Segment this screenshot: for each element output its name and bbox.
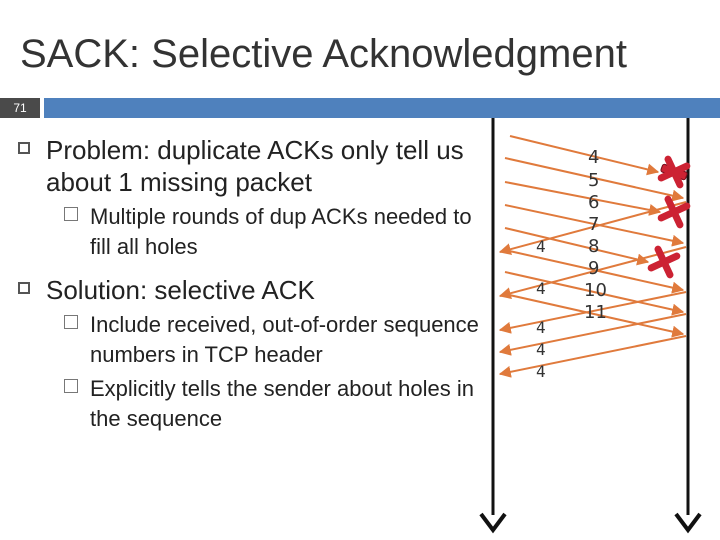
packet-arrow: [504, 249, 685, 294]
ack-arrow: [498, 246, 687, 300]
slide-header-bar: 71: [0, 98, 720, 118]
ack-label: 4: [536, 237, 546, 256]
ack-label: 4: [536, 362, 546, 381]
ack-arrow: [498, 291, 687, 334]
seq-label: 6: [588, 192, 599, 213]
seq-label: 10: [584, 280, 607, 301]
bullet-text: Problem: duplicate ACKs only tell us abo…: [46, 135, 464, 197]
seq-label: 8: [588, 236, 599, 257]
packet-arrow: [504, 271, 685, 316]
sub-bullet-text: Explicitly tells the sender about holes …: [90, 376, 474, 431]
square-bullet-icon: [64, 315, 78, 329]
slide-number: 71: [0, 98, 40, 118]
seq-label: 4: [588, 147, 599, 168]
square-bullet-icon: [18, 142, 30, 154]
arrowhead-down-icon: [479, 512, 507, 534]
ack-arrow: [498, 201, 687, 255]
ack-arrow: [498, 313, 687, 356]
square-bullet-icon: [18, 282, 30, 294]
packet-arrow: [504, 204, 685, 247]
sub-bullet-explicitly-tells: Explicitly tells the sender about holes …: [64, 374, 488, 434]
ack-label: 4: [536, 340, 546, 359]
sub-bullet-multiple-rounds: Multiple rounds of dup ACKs needed to fi…: [64, 202, 488, 262]
seq-label: 11: [584, 302, 607, 323]
ack-arrow: [498, 335, 687, 378]
packet-arrow: [504, 293, 685, 338]
slide-title: SACK: Selective Acknowledgment: [20, 32, 627, 76]
bullet-problem: Problem: duplicate ACKs only tell us abo…: [18, 134, 488, 262]
seq-label: 5: [588, 170, 599, 191]
ack-label: 4: [536, 279, 546, 298]
sub-bullet-include-received: Include received, out-of-order sequence …: [64, 310, 488, 370]
bullet-solution: Solution: selective ACK Include received…: [18, 274, 488, 434]
sub-bullet-text: Include received, out-of-order sequence …: [90, 312, 479, 367]
square-bullet-icon: [64, 379, 78, 393]
packet-arrow: [509, 135, 660, 176]
bullet-list: Problem: duplicate ACKs only tell us abo…: [18, 134, 488, 434]
seq-label: 9: [588, 258, 599, 279]
cross-mark-icon: [657, 195, 691, 229]
cross-mark-icon: [657, 155, 691, 189]
packet-arrow: [504, 157, 685, 202]
cross-mark-icon: [647, 245, 681, 279]
arrowhead-down-icon: [674, 512, 702, 534]
header-rule: [44, 98, 720, 118]
packet-arrow: [504, 227, 650, 266]
bullet-text: Solution: selective ACK: [46, 275, 315, 305]
ack-label: 4: [536, 318, 546, 337]
sub-bullet-text: Multiple rounds of dup ACKs needed to fi…: [90, 204, 472, 259]
square-bullet-icon: [64, 207, 78, 221]
seq-label: 7: [588, 214, 599, 235]
packet-arrow: [504, 181, 662, 216]
